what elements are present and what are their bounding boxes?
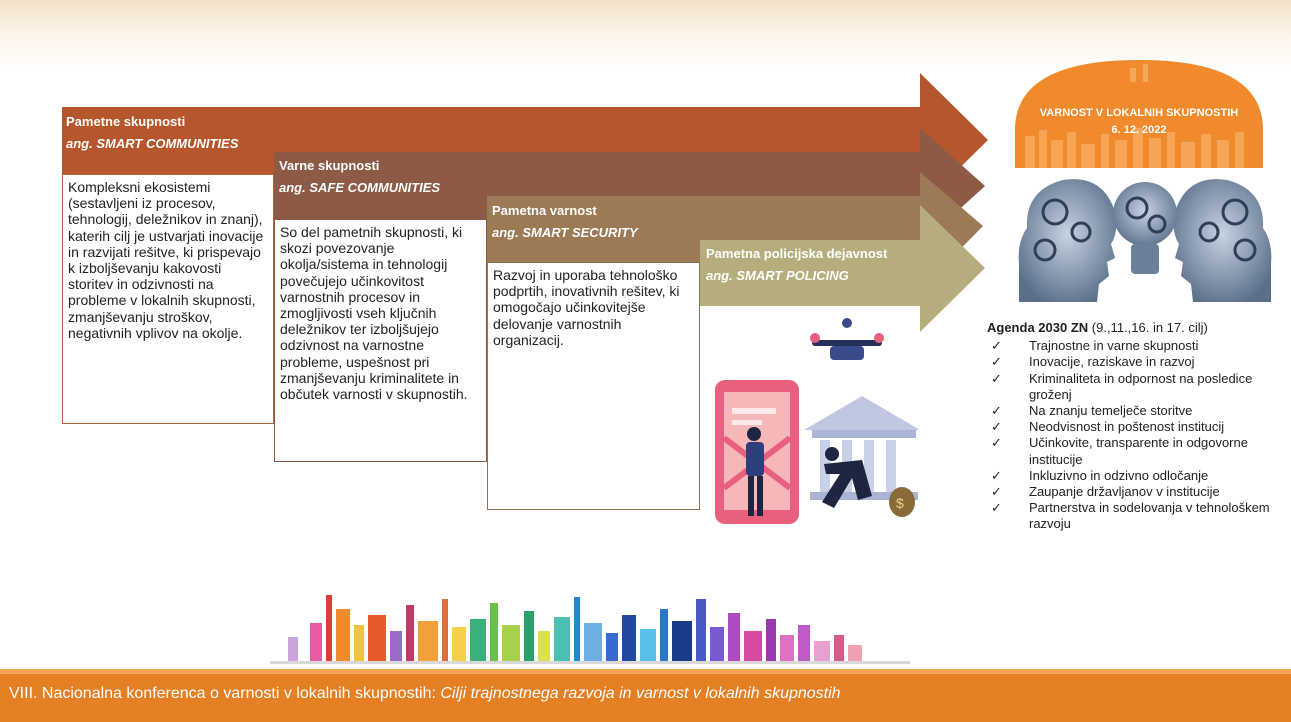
arrow-label-smart-policing: Pametna policijska dejavnost ang. SMART …	[706, 243, 887, 287]
top-background-glow	[0, 0, 1291, 70]
footer-bar: VIII. Nacionalna konferenca o varnosti v…	[0, 669, 1291, 722]
smart-security-description: Razvoj in uporaba tehnološko podprtih, i…	[487, 262, 700, 510]
arrow-subtitle: ang. SMART POLICING	[706, 268, 849, 283]
arrow-smart-policing	[700, 205, 985, 332]
checkmark-icon: ✓	[991, 467, 1002, 483]
list-item: ✓Na znanju temelječe storitve	[991, 403, 1193, 419]
arrow-subtitle: ang. SMART SECURITY	[492, 225, 638, 240]
banner-dome-graphic	[1015, 60, 1263, 168]
conference-banner: VARNOST V LOKALNIH SKUPNOSTIH 6. 12. 202…	[1015, 60, 1263, 168]
arrow-title: Pametne skupnosti	[66, 114, 186, 129]
city-skyline-illustration	[270, 595, 910, 664]
smart-communities-description: Kompleksni ekosistemi (sestavljeni iz pr…	[62, 174, 274, 424]
checkmark-icon: ✓	[991, 500, 1002, 516]
arrow-label-safe-communities: Varne skupnosti ang. SAFE COMMUNITIES	[279, 155, 440, 199]
footer-conference-title: VIII. Nacionalna konferenca o varnosti v…	[9, 685, 841, 702]
list-item: ✓Neodvisnost in poštenost institucij	[991, 419, 1225, 435]
agenda-list: ✓Trajnostne in varne skupnosti ✓Inovacij…	[987, 338, 1277, 532]
checkmark-icon: ✓	[991, 403, 1002, 419]
list-item: ✓Kriminaliteta in odpornost na posledice…	[991, 370, 1253, 402]
checkmark-icon: ✓	[991, 484, 1002, 500]
arrow-title: Varne skupnosti	[279, 158, 380, 173]
checkmark-icon: ✓	[991, 419, 1002, 435]
list-item: ✓Partnerstva in sodelovanja v tehnološke…	[991, 500, 1270, 532]
checkmark-icon: ✓	[991, 338, 1002, 354]
gear-heads-illustration	[1015, 172, 1275, 312]
list-item: ✓Učinkovite, transparente in odgovorne i…	[991, 435, 1248, 467]
banner-title: VARNOST V LOKALNIH SKUPNOSTIH	[1039, 107, 1239, 119]
agenda-title: Agenda 2030 ZN (9.,11.,16. in 17. cilj)	[987, 320, 1208, 335]
list-item: ✓Trajnostne in varne skupnosti	[991, 338, 1199, 354]
arrow-label-smart-communities: Pametne skupnosti ang. SMART COMMUNITIES	[66, 111, 238, 155]
list-item: ✓Inkluzivno in odzivno odločanje	[991, 467, 1209, 483]
agenda-2030: Agenda 2030 ZN (9.,11.,16. in 17. cilj) …	[987, 320, 1277, 533]
arrow-title: Pametna policijska dejavnost	[706, 246, 888, 261]
svg-text:$: $	[896, 495, 904, 511]
arrow-subtitle: ang. SAFE COMMUNITIES	[279, 180, 441, 195]
arrow-subtitle: ang. SMART COMMUNITIES	[66, 136, 239, 151]
safe-communities-description: So del pametnih skupnosti, ki skozi pove…	[274, 219, 487, 462]
list-item: ✓Zaupanje državljanov v institucije	[991, 484, 1220, 500]
footer-accent-line	[0, 669, 1291, 674]
arrow-title: Pametna varnost	[492, 203, 597, 218]
arrow-label-smart-security: Pametna varnost ang. SMART SECURITY	[492, 200, 638, 244]
list-item: ✓Inovacije, raziskave in razvoj	[991, 354, 1195, 370]
police-illustration: $	[715, 318, 920, 524]
checkmark-icon: ✓	[991, 354, 1002, 370]
checkmark-icon: ✓	[991, 435, 1002, 451]
checkmark-icon: ✓	[991, 370, 1002, 386]
banner-date: 6. 12. 2022	[1111, 124, 1167, 136]
